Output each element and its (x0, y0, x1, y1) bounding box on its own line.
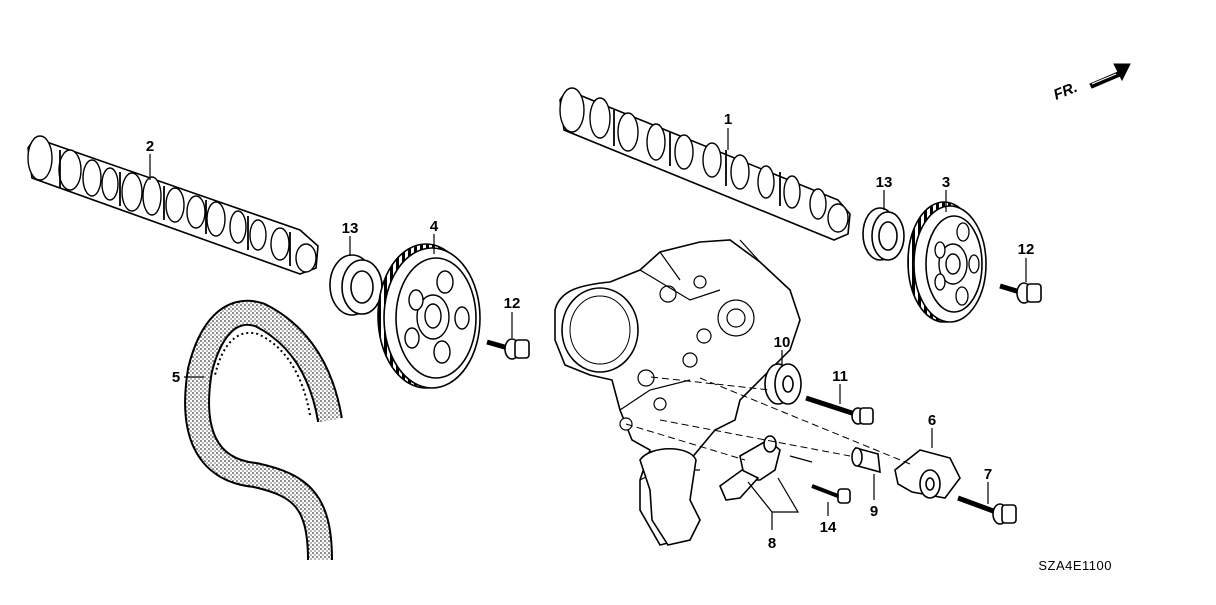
callout-12-left[interactable]: 12 (504, 295, 521, 312)
callout-1[interactable]: 1 (724, 111, 732, 128)
callout-5[interactable]: 5 (172, 369, 180, 386)
callout-9[interactable]: 9 (870, 503, 878, 520)
engine-block (554, 239, 801, 546)
tensioner-bolt[interactable] (957, 495, 1017, 525)
timing-belt-tensioner[interactable] (894, 449, 961, 499)
pulley-bolt-left[interactable] (486, 338, 530, 360)
camshaft-pulley-right[interactable] (907, 201, 987, 323)
callout-7[interactable]: 7 (984, 466, 992, 483)
diagram-code: SZA4E1100 (1038, 558, 1112, 573)
callout-6[interactable]: 6 (928, 412, 936, 429)
oil-seal-right[interactable] (862, 207, 905, 261)
callout-12-right[interactable]: 12 (1018, 241, 1035, 258)
camshaft-left[interactable] (27, 135, 319, 275)
callout-10[interactable]: 10 (774, 334, 791, 351)
idler-pulley-bolt[interactable] (805, 395, 874, 425)
adjusting-bolt[interactable] (811, 484, 851, 504)
front-direction-label: FR. (1051, 79, 1080, 104)
callout-3[interactable]: 3 (942, 174, 950, 191)
front-direction-indicator: FR. (1051, 63, 1131, 104)
alignment-lines (625, 376, 911, 465)
timing-belt[interactable] (184, 299, 343, 561)
callout-14[interactable]: 14 (820, 519, 837, 536)
callout-11[interactable]: 11 (832, 368, 848, 385)
callout-labels: 1 2 3 4 5 6 7 8 9 10 11 12 12 13 13 14 (146, 111, 1035, 552)
callout-8[interactable]: 8 (768, 535, 776, 552)
oil-seal-left[interactable] (329, 254, 383, 316)
callout-4[interactable]: 4 (430, 218, 439, 235)
camshaft-pulley-left[interactable] (377, 243, 481, 389)
callout-13-right[interactable]: 13 (876, 174, 893, 191)
collar[interactable] (851, 446, 881, 474)
leader-lines (149, 128, 1027, 530)
tensioner-assembly[interactable] (719, 435, 813, 501)
callout-13-left[interactable]: 13 (342, 220, 359, 237)
callout-2[interactable]: 2 (146, 138, 154, 155)
pulley-bolt-right[interactable] (999, 282, 1042, 304)
camshaft-right[interactable] (559, 87, 851, 241)
idler-pulley[interactable] (764, 363, 802, 405)
